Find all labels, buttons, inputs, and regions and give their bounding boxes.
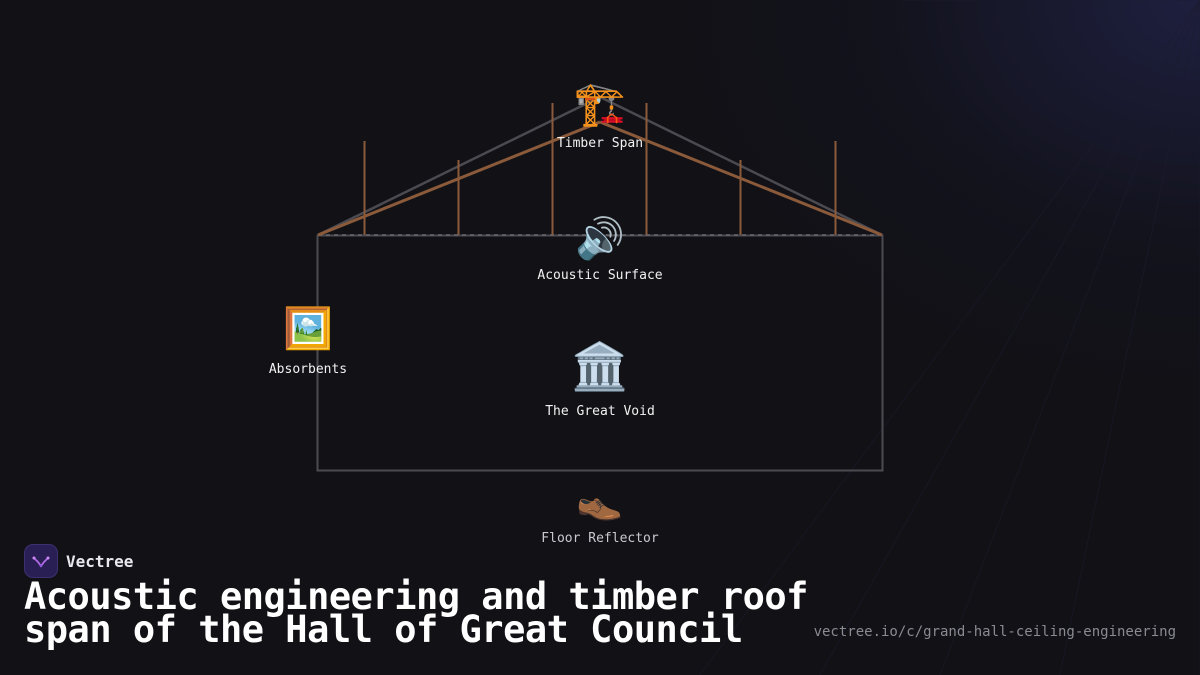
- node-label: The Great Void: [545, 404, 655, 419]
- source-url[interactable]: vectree.io/c/grand-hall-ceiling-engineer…: [813, 624, 1176, 640]
- node-label: Floor Reflector: [541, 531, 659, 546]
- node-label: Absorbents: [269, 362, 347, 377]
- brand[interactable]: Vectree: [24, 544, 133, 578]
- node-label: Acoustic Surface: [537, 268, 662, 283]
- node-timber-span[interactable]: 🏗️ Timber Span: [557, 79, 643, 151]
- node-absorbents[interactable]: 🖼️ Absorbents: [269, 305, 347, 377]
- vectree-logo-icon: [24, 544, 58, 578]
- node-great-void[interactable]: 🏛️ The Great Void: [545, 339, 655, 419]
- speaker-icon: 🔊: [575, 214, 625, 262]
- node-label: Timber Span: [557, 136, 643, 151]
- crane-icon: 🏗️: [574, 79, 626, 128]
- shoe-icon: 👞: [576, 478, 623, 522]
- node-acoustic-surface[interactable]: 🔊 Acoustic Surface: [537, 214, 662, 283]
- brand-name: Vectree: [66, 551, 134, 571]
- node-floor-reflector[interactable]: 👞 Floor Reflector: [541, 478, 659, 546]
- classical-building-icon: 🏛️: [571, 339, 628, 393]
- page-title: Acoustic engineering and timber roof spa…: [24, 575, 808, 651]
- framed-picture-icon: 🖼️: [283, 305, 333, 352]
- timber-posts: [363, 103, 837, 235]
